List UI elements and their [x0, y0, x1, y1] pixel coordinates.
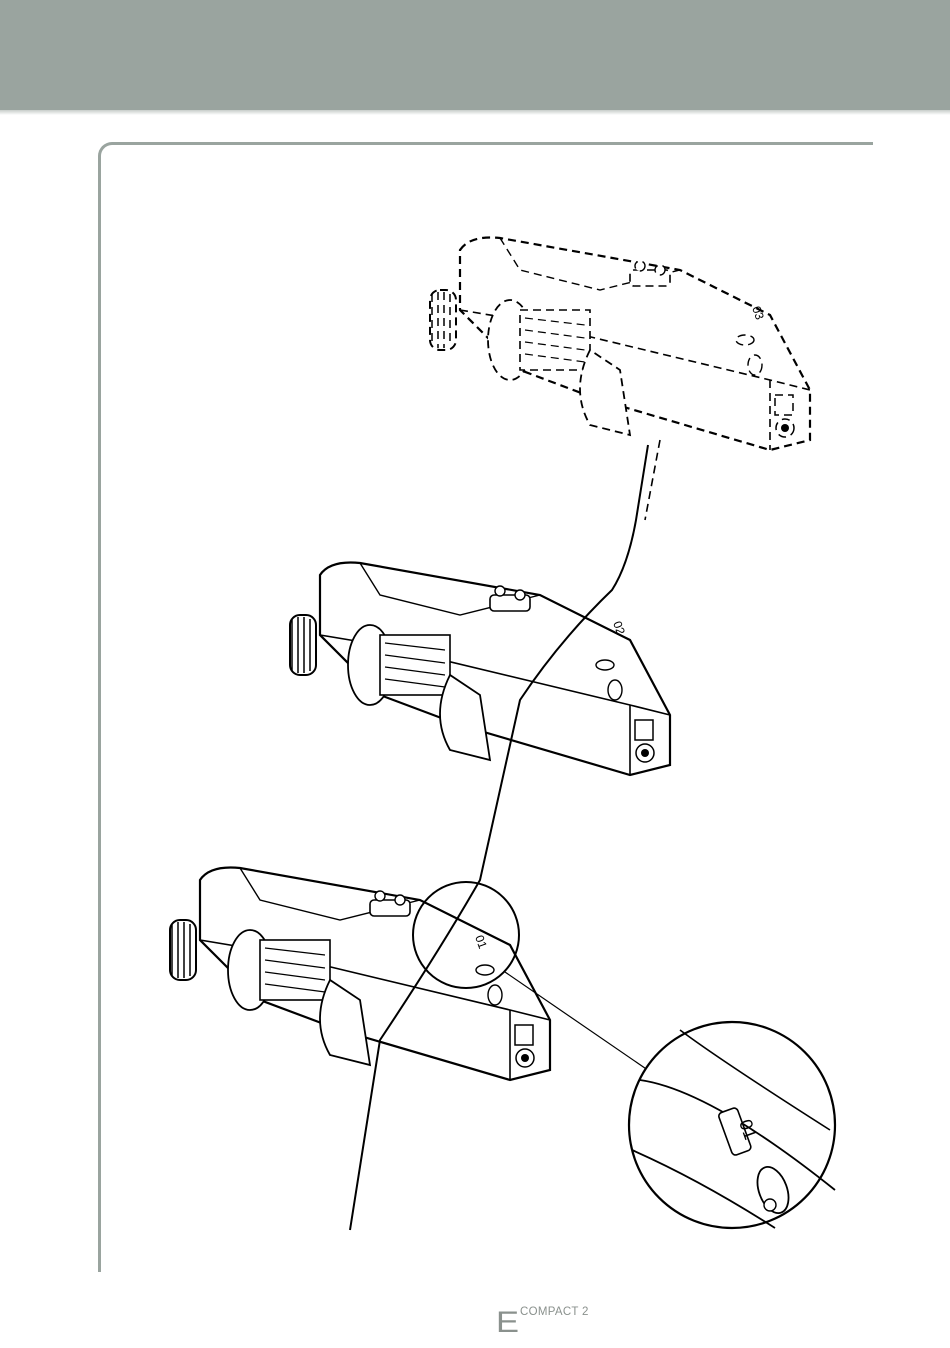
motor-unit-middle — [290, 563, 670, 776]
detail-callout — [629, 1022, 835, 1228]
connection-cable — [350, 445, 648, 1230]
motor-installation-illustration: 03 02 01 01 — [100, 145, 870, 1270]
header-shadow — [0, 110, 950, 115]
footer-logo: E COMPACT 2 — [480, 1300, 680, 1340]
motor-unit-bottom — [170, 868, 550, 1081]
header-band — [0, 0, 950, 110]
logo-letter: E — [496, 1308, 519, 1338]
logo-text: COMPACT 2 — [520, 1306, 589, 1318]
motor-unit-top-dashed — [430, 238, 810, 451]
